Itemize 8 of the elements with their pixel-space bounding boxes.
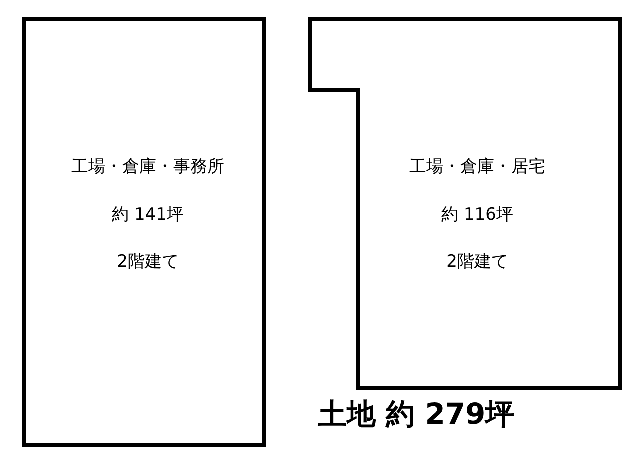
use-label: 工場・倉庫・居宅 [410, 156, 546, 178]
area-label: 約 116坪 [442, 204, 514, 226]
use-label: 工場・倉庫・事務所 [72, 156, 224, 178]
floors-label: 2階建て [446, 251, 508, 273]
land-area-label: 土地 約 279坪 [318, 396, 515, 433]
building-outline [22, 17, 266, 447]
area-label: 約 141坪 [112, 204, 184, 226]
floors-label: 2階建て [117, 251, 179, 273]
